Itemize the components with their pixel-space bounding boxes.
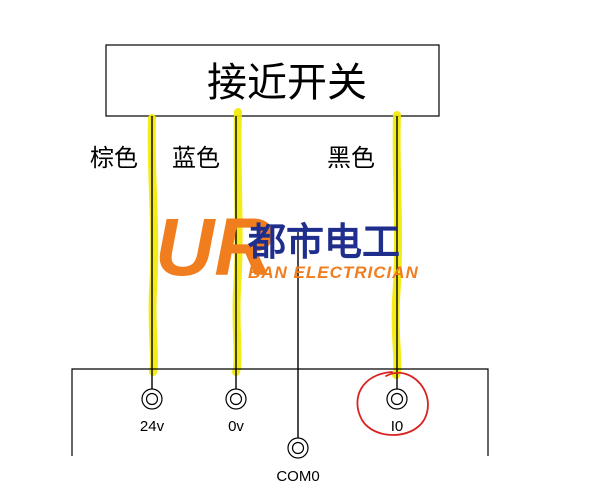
terminal-24v-label: 24v bbox=[140, 418, 165, 435]
terminal-com0 bbox=[287, 437, 309, 459]
terminal-0v-label: 0v bbox=[228, 418, 244, 435]
label-black: 黑色 bbox=[327, 144, 375, 172]
logo-chinese-text: 都市电工 bbox=[247, 220, 400, 264]
highlight-blue bbox=[232, 108, 243, 376]
logo-mark-icon: UR bbox=[155, 202, 273, 293]
terminal-0v-outer-icon bbox=[225, 388, 247, 410]
terminal-24v-outer-icon bbox=[141, 388, 163, 410]
sensor-box bbox=[105, 44, 440, 117]
terminal-24v bbox=[141, 388, 163, 410]
terminal-i0-inner-icon bbox=[390, 392, 404, 406]
terminal-0v-inner-icon bbox=[229, 392, 243, 406]
terminal-com0-outer-icon bbox=[287, 437, 309, 459]
label-brown: 棕色 bbox=[90, 144, 138, 172]
terminal-i0-outer-icon bbox=[386, 388, 408, 410]
logo-english-text: BAN ELECTRICIAN bbox=[248, 263, 419, 282]
terminal-0v bbox=[225, 388, 247, 410]
plc-module-outline bbox=[71, 368, 489, 456]
watermark-logo: UR 都市电工 BAN ELECTRICIAN bbox=[155, 202, 419, 293]
sensor-title: 接近开关 bbox=[207, 60, 367, 106]
terminal-com0-inner-icon bbox=[291, 441, 305, 455]
terminal-24v-inner-icon bbox=[145, 392, 159, 406]
annotation-circle-icon bbox=[356, 371, 429, 436]
label-blue: 蓝色 bbox=[172, 144, 220, 172]
terminal-i0-label: I0 bbox=[391, 418, 404, 435]
terminal-i0 bbox=[386, 388, 408, 410]
wires bbox=[151, 116, 398, 438]
terminal-com0-label: COM0 bbox=[276, 468, 319, 485]
